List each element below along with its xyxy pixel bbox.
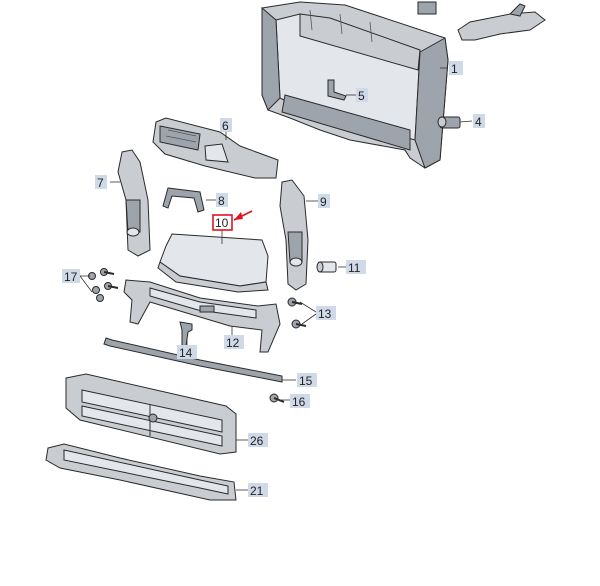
callout-14: 14 bbox=[179, 346, 193, 360]
callout-9: 9 bbox=[320, 195, 327, 209]
part-9-right-air-guide bbox=[279, 179, 309, 291]
part-11-fastener bbox=[316, 261, 337, 273]
callout-21: 21 bbox=[250, 484, 264, 498]
part-8-bracket bbox=[162, 187, 205, 213]
part-17-bolts bbox=[88, 268, 119, 302]
part-12-crossmember bbox=[123, 279, 281, 353]
callout-13: 13 bbox=[318, 307, 332, 321]
callout-labels: 1 4 5 6 7 8 9 10 11 12 13 14 15 16 17 21… bbox=[64, 62, 482, 498]
callout-16: 16 bbox=[292, 395, 306, 409]
highlight-callout-10 bbox=[212, 210, 253, 231]
callout-7: 7 bbox=[97, 176, 104, 190]
callout-11: 11 bbox=[348, 261, 361, 275]
leader-lines bbox=[79, 67, 473, 491]
callout-17: 17 bbox=[64, 270, 78, 284]
part-5-clip bbox=[327, 79, 347, 101]
callout-tags bbox=[62, 61, 485, 497]
callout-4: 4 bbox=[475, 115, 482, 129]
part-4-fastener bbox=[437, 116, 461, 129]
part-13-bolts bbox=[287, 297, 307, 329]
part-1-front-frame bbox=[261, 1, 449, 169]
part-6-air-guide bbox=[152, 117, 279, 179]
upper-right-bracket bbox=[417, 1, 546, 41]
callout-1: 1 bbox=[451, 62, 458, 76]
callout-8: 8 bbox=[218, 194, 225, 208]
callout-15: 15 bbox=[299, 374, 313, 388]
callout-10: 10 bbox=[215, 216, 229, 230]
part-26-shutter-grille bbox=[65, 373, 237, 455]
part-7-left-air-guide bbox=[117, 149, 151, 257]
part-21-lower-absorber bbox=[45, 443, 237, 501]
callout-5: 5 bbox=[358, 89, 365, 103]
part-15-seal-strip bbox=[103, 337, 283, 383]
callout-26: 26 bbox=[250, 434, 264, 448]
callout-12: 12 bbox=[226, 336, 240, 350]
part-16-screw bbox=[269, 393, 285, 403]
part-10-lower-air-guide bbox=[157, 233, 269, 293]
part-14-clip bbox=[179, 321, 193, 347]
callout-6: 6 bbox=[222, 119, 229, 133]
